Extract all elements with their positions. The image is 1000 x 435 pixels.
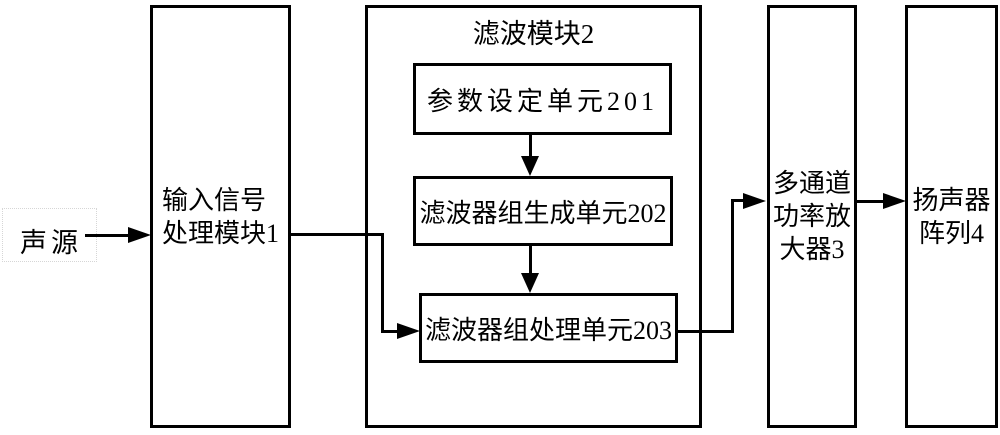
- amplifier-label-line3: 大器3: [779, 235, 845, 264]
- line-203-to-amp-h1: [678, 330, 734, 333]
- arrow-amp-to-speaker-head: [883, 193, 906, 209]
- unit-202-box: 滤波器组生成单元202: [413, 176, 673, 246]
- unit-203-box: 滤波器组处理单元203: [419, 293, 678, 363]
- unit-201-box: 参数设定单元201: [413, 63, 672, 135]
- input-module-box: 输入信号 处理模块1: [150, 5, 291, 428]
- amplifier-label-line1: 多通道: [772, 169, 851, 198]
- line-203-to-amp-h2: [731, 199, 746, 202]
- amplifier-label: 多通道 功率放 大器3: [773, 167, 851, 266]
- arrow-201-to-202-shaft: [529, 135, 532, 160]
- speaker-label-line1: 扬声器: [912, 185, 991, 215]
- source-label: 声源: [20, 228, 82, 258]
- input-module-label-line1: 输入信号: [161, 185, 266, 215]
- arrow-source-to-input-head: [128, 227, 151, 243]
- arrow-201-to-202-head: [521, 156, 539, 176]
- amplifier-label-line2: 功率放: [772, 202, 851, 231]
- filter-module-title: 滤波模块2: [472, 19, 595, 49]
- speaker-label-line2: 阵列4: [918, 218, 984, 248]
- unit-201-label: 参数设定单元201: [426, 86, 658, 116]
- line-input-to-203-v: [381, 233, 384, 332]
- arrow-source-to-input-shaft: [85, 234, 130, 237]
- line-input-to-203-h2: [381, 330, 399, 333]
- arrow-202-to-203-shaft: [529, 246, 532, 275]
- amplifier-box: 多通道 功率放 大器3: [767, 5, 857, 428]
- input-module-label-line2: 处理模块1: [161, 218, 279, 248]
- arrow-amp-to-speaker-shaft: [857, 200, 885, 203]
- arrow-203-to-amp-head: [743, 193, 766, 209]
- unit-202-label: 滤波器组生成单元202: [419, 198, 667, 228]
- input-module-label: 输入信号 处理模块1: [162, 184, 279, 250]
- line-input-to-203-h1: [290, 233, 384, 236]
- arrow-202-to-203-head: [521, 273, 539, 293]
- line-203-to-amp-v: [731, 199, 734, 333]
- speaker-label: 扬声器 阵列4: [912, 184, 990, 250]
- unit-203-label: 滤波器组处理单元203: [424, 315, 672, 345]
- arrow-input-to-203-head: [397, 323, 420, 339]
- speaker-box: 扬声器 阵列4: [905, 5, 998, 428]
